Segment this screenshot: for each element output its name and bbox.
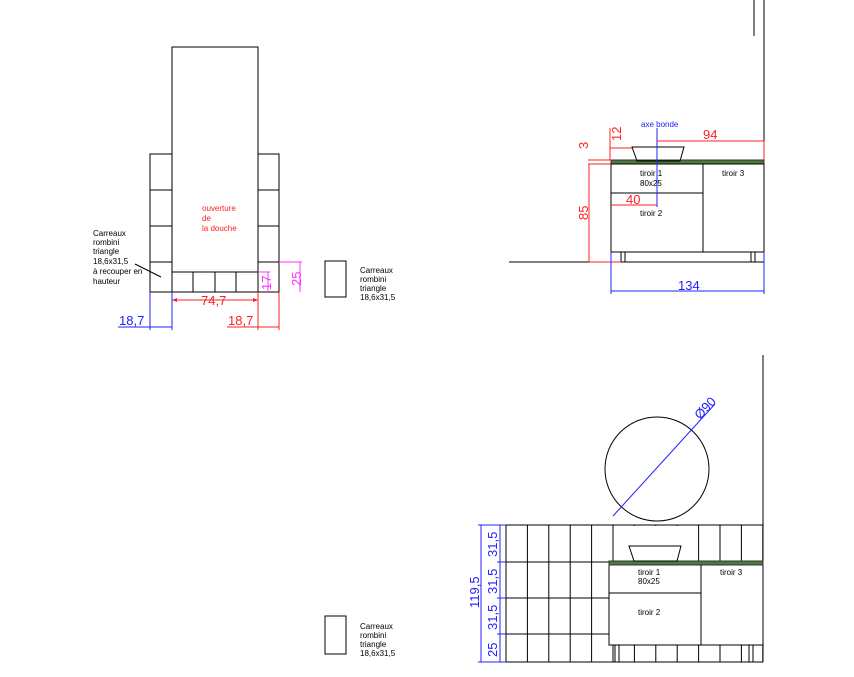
dim-label: 94 [703, 127, 717, 142]
dim-label: 31,5 [485, 605, 500, 630]
dim-94: 94 [657, 127, 765, 160]
dim-label: 25 [289, 272, 304, 286]
dim-label: 17 [259, 276, 274, 290]
countertop [610, 159, 765, 165]
right-tile-column [257, 153, 280, 293]
vanity-elevation: tiroir 1 80x25 tiroir 2 tiroir 3 axe bon… [509, 0, 765, 294]
mirror-diameter-line [612, 403, 716, 517]
dim-label: 31,5 [485, 532, 500, 557]
dim-label: 3 [576, 142, 591, 149]
tile-sample [324, 615, 347, 655]
leg [620, 251, 626, 263]
note-line: 18,6x31,5 [360, 293, 396, 302]
shower-plan: ouverture de la douche Carreaux rombini … [93, 46, 396, 330]
dim-12: 12 [609, 127, 632, 160]
dim-85: 85 [576, 164, 621, 263]
dim-label: 18,7 [228, 313, 253, 328]
dim-rows: 31,5 31,5 31,5 25 [485, 525, 506, 662]
dim-17: 17 [258, 271, 274, 292]
dim-label: 25 [485, 643, 500, 657]
opening-label-3: la douche [202, 224, 237, 233]
cabinet [608, 564, 764, 646]
leader-line [134, 263, 162, 278]
leg [614, 644, 620, 663]
dim-18-7-right: 18,7 [227, 292, 280, 330]
note-line: triangle [360, 284, 387, 293]
drawer-size: 80x25 [638, 577, 660, 586]
tile-note-left: Carreaux rombini triangle 18,6x31,5 à re… [93, 229, 162, 286]
note-line: hauteur [93, 277, 120, 286]
shower-opening-rect [171, 46, 259, 293]
note-line: rombini [360, 631, 386, 640]
note-line: triangle [93, 247, 120, 256]
note-line: Carreaux [360, 266, 393, 275]
mirror-diameter-label: Ø90 [691, 394, 719, 422]
dim-25: 25 [279, 261, 304, 292]
opening-label-2: de [202, 214, 211, 223]
drawer-label: tiroir 2 [640, 209, 663, 218]
drain-axis-label: axe bonde [641, 120, 679, 129]
dim-label: 40 [626, 192, 640, 207]
basin [628, 545, 682, 562]
dim-label: 134 [678, 278, 700, 293]
opening-label-1: ouverture [202, 204, 236, 213]
leg [748, 644, 754, 663]
drawer-label: tiroir 1 [640, 169, 663, 178]
drawer-label: tiroir 1 [638, 568, 661, 577]
drawer-label: tiroir 3 [722, 169, 745, 178]
basin [631, 146, 685, 162]
drawer-size: 80x25 [640, 179, 662, 188]
tile-note-right: Carreaux rombini triangle 18,6x31,5 [360, 266, 396, 302]
tile-sample [324, 260, 347, 298]
countertop [608, 560, 764, 566]
dim-119-5: 119,5 [467, 524, 506, 663]
dim-label: 12 [609, 127, 624, 141]
note-line: triangle [360, 640, 387, 649]
leg [750, 251, 756, 263]
note-line: 18,6x31,5 [360, 649, 396, 658]
left-tile-column [149, 153, 173, 293]
note-line: Carreaux [93, 229, 126, 238]
dim-134: 134 [610, 252, 765, 294]
dim-label: 85 [576, 206, 591, 220]
bottom-tile-row [172, 271, 279, 293]
dim-label: 18,7 [119, 313, 144, 328]
note-line: 18,6x31,5 [93, 257, 129, 266]
drawer-label: tiroir 2 [638, 608, 661, 617]
note-line: Carreaux [360, 622, 393, 631]
note-line: rombini [93, 238, 119, 247]
dim-label: 119,5 [467, 576, 482, 608]
dim-40: 40 [611, 192, 657, 207]
dim-3: 3 [576, 142, 611, 165]
dim-18-7-left: 18,7 [118, 292, 173, 330]
tile-note: Carreaux rombini triangle 18,6x31,5 [360, 622, 396, 658]
note-line: rombini [360, 275, 386, 284]
dim-label: 31,5 [485, 569, 500, 594]
drawer-label: tiroir 3 [720, 568, 743, 577]
dim-label: 74,7 [201, 293, 226, 308]
note-line: à recouper en [93, 267, 142, 276]
round-mirror [604, 416, 710, 522]
wall-elevation: Ø90 tiroir 1 80x25 tiroir 2 tiroir 3 119… [324, 355, 764, 663]
cabinet [610, 163, 765, 253]
dim-74-7: 74,7 [172, 293, 258, 308]
